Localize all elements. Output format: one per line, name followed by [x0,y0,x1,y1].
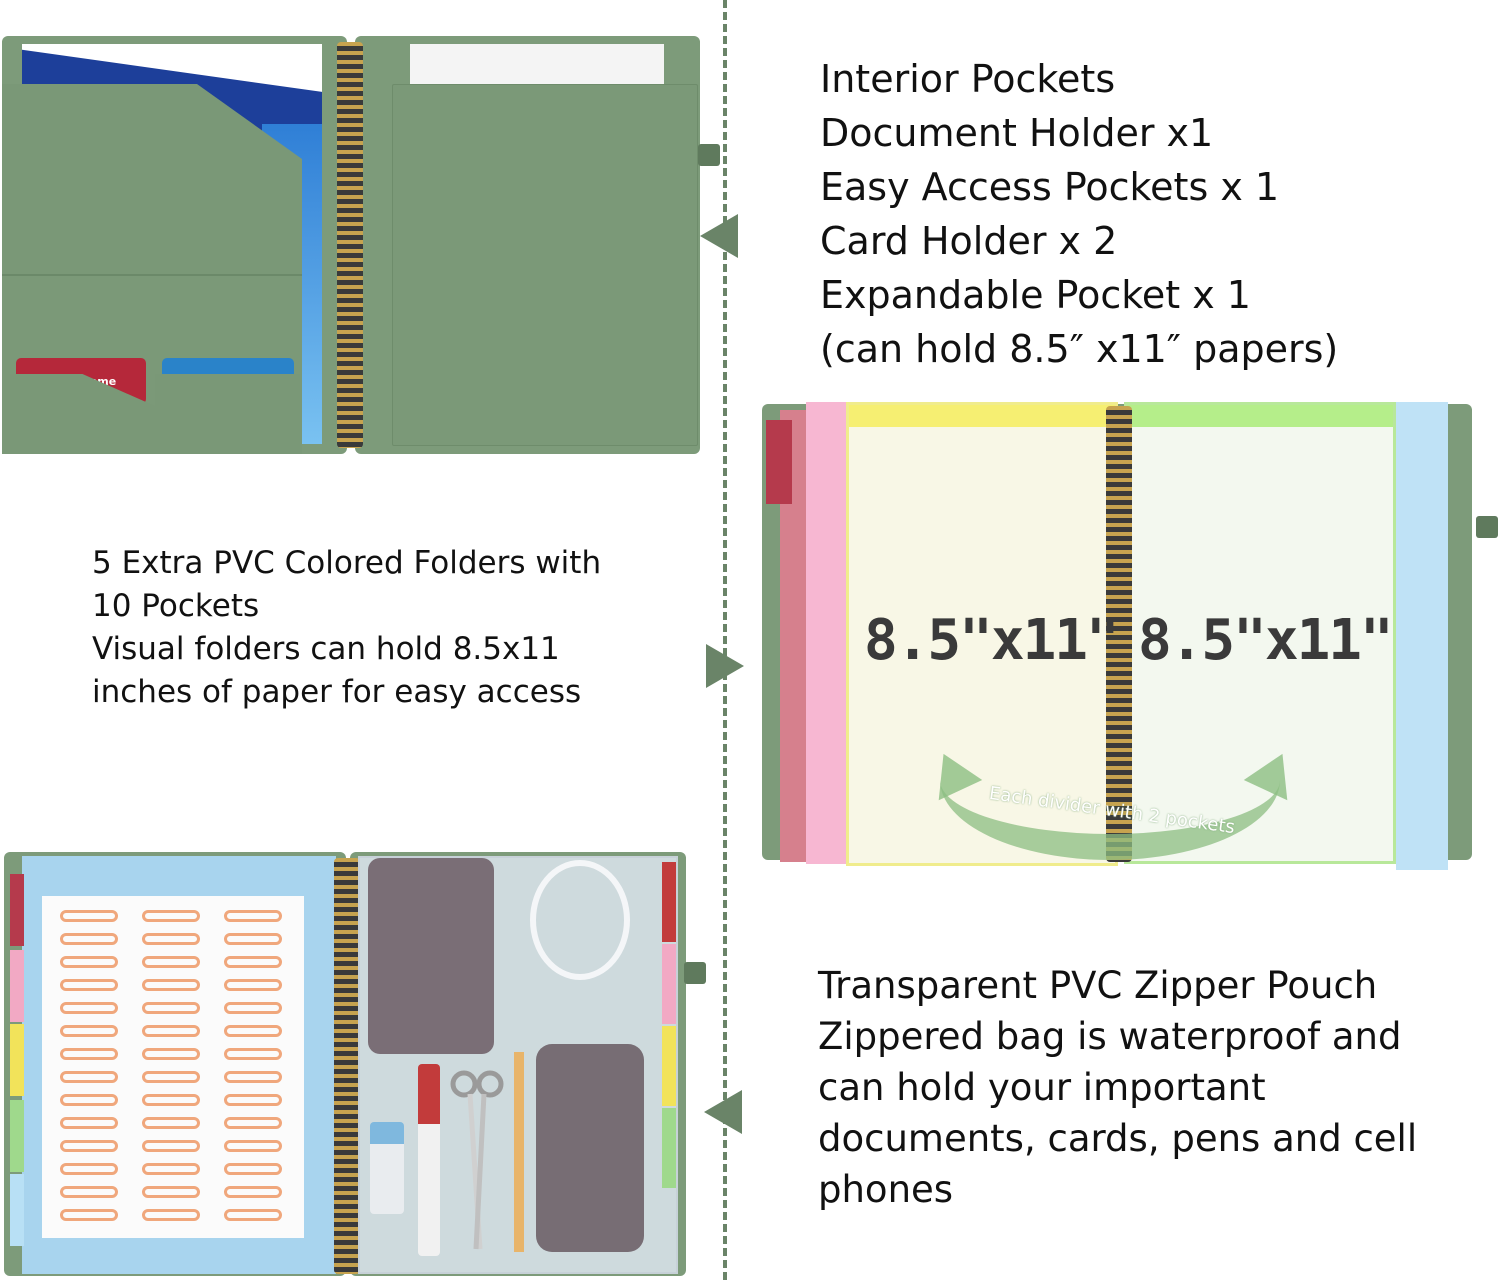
index-tab [662,862,676,942]
sticker-label [142,979,200,991]
zipper-pouch-text: Transparent PVC Zipper Pouch Zippered ba… [818,960,1417,1215]
sticker-label [60,933,118,945]
index-tab [10,874,24,946]
scissors [450,1070,504,1250]
spiral-binding [334,858,360,1274]
arrow-right-icon [706,644,744,688]
index-tab [10,1100,24,1172]
sticker-label [224,1163,282,1175]
sticker-sheet [42,896,304,1238]
sticker-label [142,910,200,922]
sticker-label [142,1186,200,1198]
sticker-label [60,1048,118,1060]
sticker-label [224,1094,282,1106]
feature-line: Expandable Pocket x 1 [820,273,1251,317]
sticker-label [224,1025,282,1037]
sticker-label [224,1071,282,1083]
sticker-label [224,910,282,922]
arrow-left-icon [704,1090,742,1134]
sticker-label [142,1163,200,1175]
sticker-label [142,1140,200,1152]
sticker-label [142,933,200,945]
sticker-label [224,1002,282,1014]
feature-line: Zippered bag is waterproof and [818,1015,1402,1058]
sticker-label [60,1140,118,1152]
sticker-label [60,1186,118,1198]
sticker-label [60,1025,118,1037]
feature-line: Interior Pockets [820,57,1116,101]
expandable-pocket [392,84,698,446]
sticker-label [224,1186,282,1198]
sticker-label [60,1163,118,1175]
index-tab [10,950,24,1022]
feature-line: 10 Pockets [92,588,260,624]
card-holder-slots [10,374,300,454]
eraser [370,1122,404,1214]
index-tab [662,1108,676,1188]
feature-line: Document Holder x1 [820,111,1214,155]
feature-line: Visual folders can hold 8.5x11 [92,631,560,667]
sticker-label [60,1117,118,1129]
sticker-label [224,1048,282,1060]
size-label-right: 8.5"x11" [1138,608,1394,673]
feature-line: can hold your important [818,1066,1266,1109]
sticker-label [142,1002,200,1014]
marker-pen [418,1064,440,1256]
cell-phone [536,1044,644,1252]
sticker-label [142,1094,200,1106]
colored-folders-image: 8.5"x11" 8.5"x11" Each divider with 2 po… [760,400,1500,880]
pen-strap [1476,516,1498,538]
sticker-label [142,1025,200,1037]
sticker-label [60,979,118,991]
feature-line: Transparent PVC Zipper Pouch [818,964,1378,1007]
sticker-label [142,956,200,968]
feature-line: Card Holder x 2 [820,219,1118,263]
sticker-label [142,1209,200,1221]
center-dashed-divider [723,0,727,1280]
size-label-left: 8.5"x11" [864,608,1120,673]
folder-blue [1396,402,1448,870]
interior-pockets-text: Interior Pockets Document Holder x1 Easy… [820,52,1338,376]
index-tab [10,1174,24,1246]
sticker-label [142,1071,200,1083]
folder-red [766,420,792,504]
sticker-label [60,1002,118,1014]
feature-line: 5 Extra PVC Colored Folders with [92,545,602,581]
sticker-label [224,1209,282,1221]
colored-folders-text: 5 Extra PVC Colored Folders with 10 Pock… [92,542,601,714]
sticker-label [224,979,282,991]
power-bank [368,858,494,1054]
usb-cable [530,860,630,980]
sticker-label [224,933,282,945]
interior-pockets-image: Bank Name CREDIT CARD BANK [0,36,720,454]
feature-line: (can hold 8.5″ x11″ papers) [820,327,1339,371]
sticker-label [224,1140,282,1152]
sticker-label [142,1048,200,1060]
feature-line: phones [818,1168,954,1211]
pen-strap [684,962,706,984]
index-tab [662,944,676,1024]
sticker-label [60,1209,118,1221]
zipper-pouch-image [0,852,706,1280]
sticker-label [60,956,118,968]
pencil [514,1052,524,1252]
feature-line: inches of paper for easy access [92,674,582,710]
sticker-label [60,1071,118,1083]
feature-line: documents, cards, pens and cell [818,1117,1418,1160]
index-tab [10,1024,24,1096]
index-tab [662,1026,676,1106]
spiral-binding [337,42,363,448]
sticker-label [142,1117,200,1129]
feature-line: Easy Access Pockets x 1 [820,165,1280,209]
sticker-label [60,910,118,922]
pen-strap [698,144,720,166]
sticker-label [224,956,282,968]
sticker-label [60,1094,118,1106]
arrow-left-icon [700,214,738,258]
sticker-label [224,1117,282,1129]
